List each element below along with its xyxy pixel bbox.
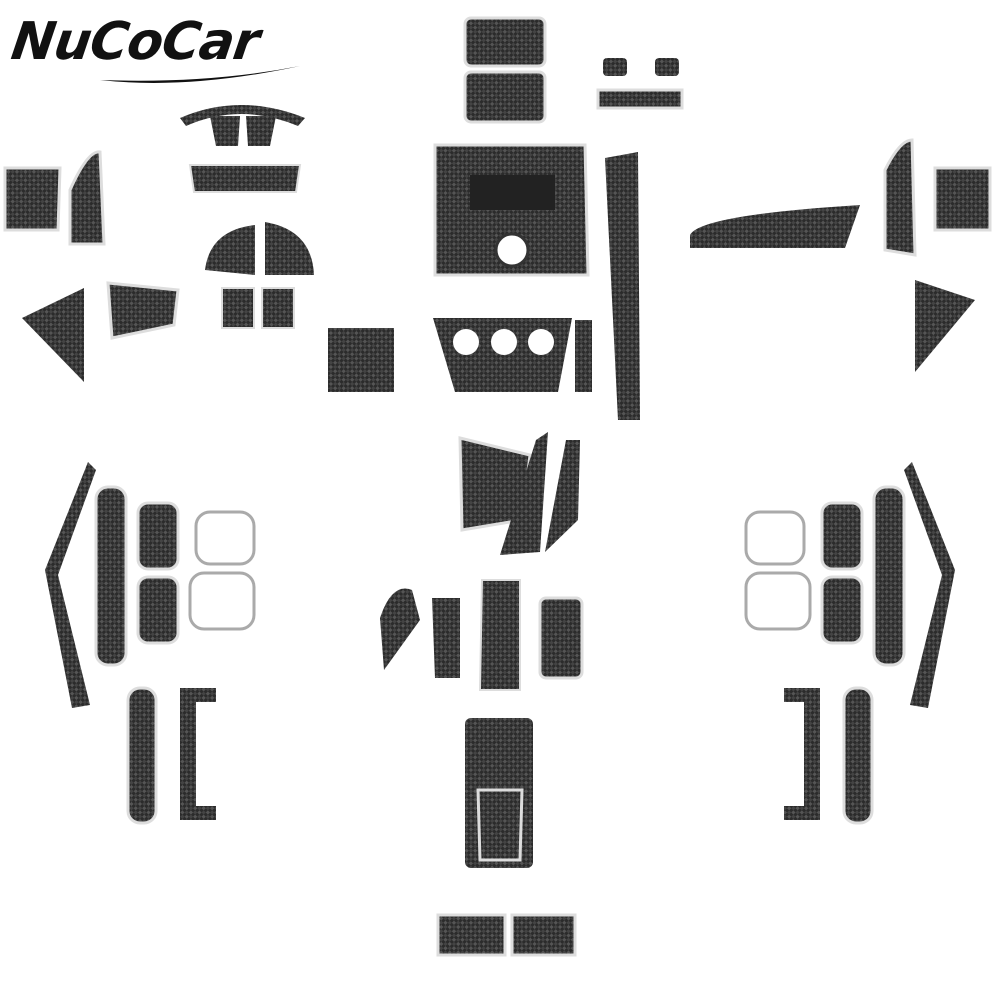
wheel-trim-right (265, 222, 314, 275)
grab-bracket-left (180, 688, 216, 820)
console-panel-a (432, 598, 460, 678)
speaker-left-a (194, 510, 256, 566)
vent-trim-tr (655, 58, 679, 76)
door-switch-right (883, 138, 917, 257)
speaker-right-b (744, 571, 812, 631)
speaker-left-b (188, 571, 256, 631)
gear-side-right (545, 440, 580, 552)
console-insert (328, 328, 394, 392)
door-strip-left (45, 462, 96, 708)
center-knob (494, 232, 530, 268)
door-handle-right (933, 166, 992, 232)
grab-bracket-right (784, 688, 820, 820)
console-panel-b (478, 579, 521, 691)
door-panel-right (872, 485, 906, 667)
hvac-knob-center (491, 329, 517, 355)
wheel-trim-left (205, 225, 255, 275)
switch-panel-bottom-right (510, 913, 577, 957)
window-sw-left-a (136, 501, 180, 571)
armrest-insert (476, 788, 524, 862)
vent-trim-bottom (596, 88, 684, 110)
center-screen (470, 175, 555, 210)
door-handle-left (3, 166, 62, 232)
gear-side-left (500, 432, 548, 555)
logo-swoosh (100, 66, 300, 83)
hood-arc (180, 105, 305, 126)
window-sw-right-a (820, 501, 864, 571)
screen-frame-top (463, 16, 547, 68)
wheel-btn-left (221, 287, 255, 329)
speaker-right-a (744, 510, 806, 566)
cupholder-trim (538, 596, 584, 680)
corner-triangle-left (22, 288, 84, 382)
mirror-trim-left (106, 281, 180, 340)
corner-triangle-right (915, 280, 975, 372)
pull-handle-right (842, 686, 874, 825)
console-blade-left (380, 588, 420, 670)
door-strip-right (904, 462, 955, 708)
door-switch-left (68, 150, 106, 246)
wheel-btn-right (261, 287, 295, 329)
vent-trim-tl (603, 58, 627, 76)
dash-long-strip (690, 205, 860, 248)
side-strip-vertical (605, 152, 640, 420)
side-strip-small (575, 320, 592, 392)
hvac-knob-right (528, 329, 554, 355)
door-panel-left (94, 485, 128, 667)
hvac-knob-left (453, 329, 479, 355)
switch-panel-bottom-left (436, 913, 507, 957)
window-sw-right-b (820, 575, 864, 645)
dash-strip (188, 164, 302, 193)
gauge-cover-left (210, 116, 240, 146)
screen-frame-lower (463, 70, 547, 124)
window-sw-left-b (136, 575, 180, 645)
gauge-cover-right (246, 116, 276, 146)
pull-handle-left (126, 686, 158, 825)
brand-logo: NuCoCar (8, 10, 308, 90)
